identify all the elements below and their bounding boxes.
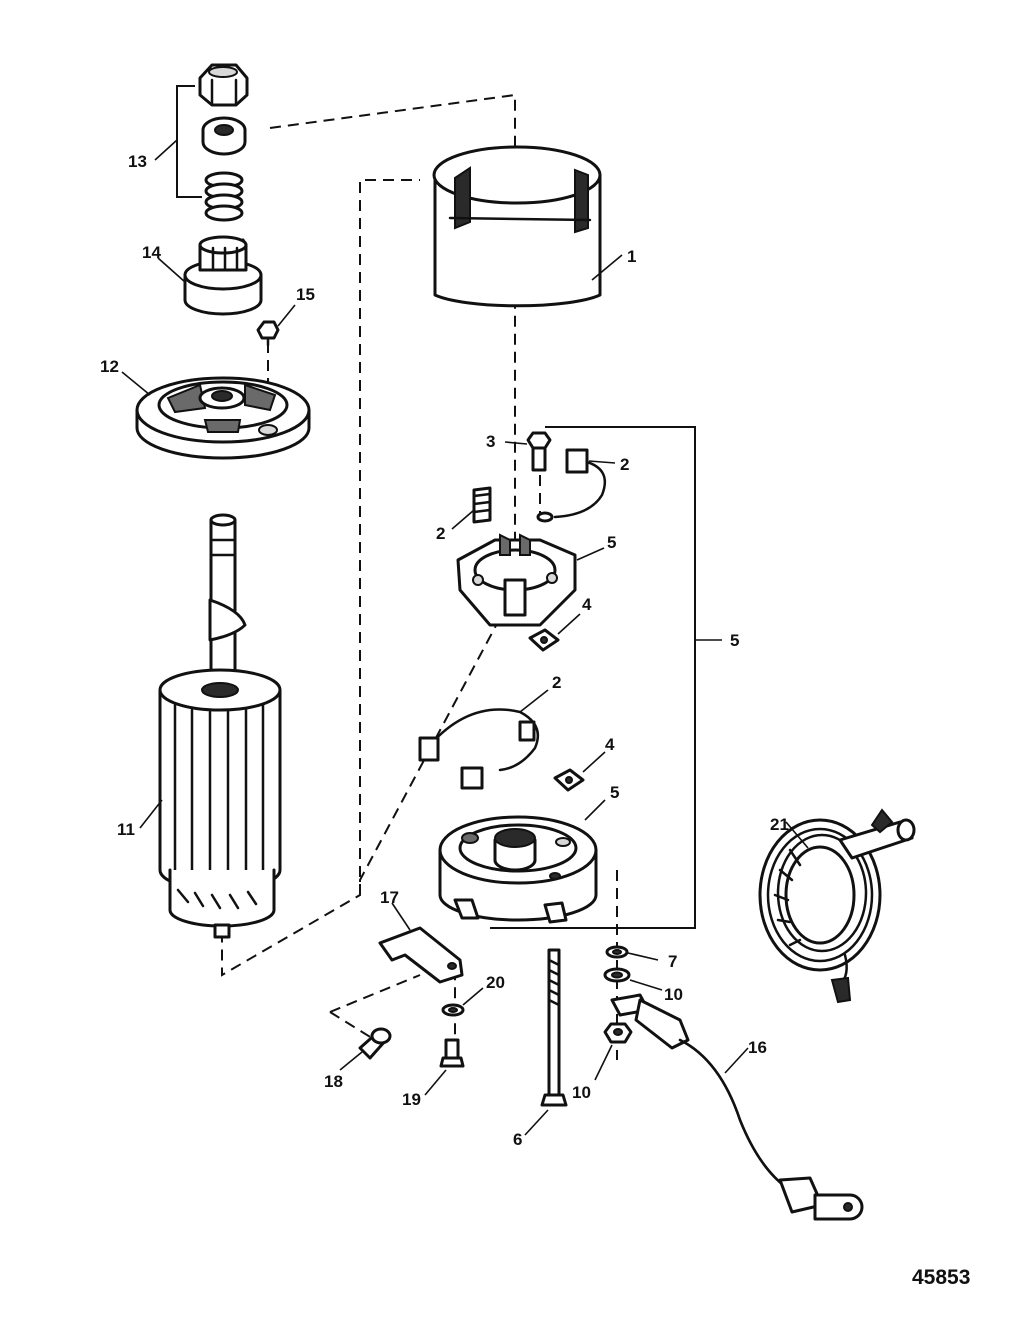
part-10-nut (594, 1022, 633, 1081)
brush-assembly-bracket (490, 426, 696, 929)
part-4-square-nut-upper (528, 613, 581, 652)
callout-labels: 1 2 2 2 3 4 4 5 5 5 6 7 10 10 11 12 13 1… (100, 152, 789, 1149)
part-4-square-nut-lower (553, 751, 606, 792)
part-2-brush-upper (536, 448, 616, 523)
figure-number: 45853 (912, 1266, 970, 1289)
callout-4: 4 (582, 595, 592, 614)
callout-2: 2 (620, 455, 629, 474)
part-5-brush-holder (456, 533, 605, 627)
part-3-screw (504, 431, 552, 472)
part-6-through-bolt (524, 948, 568, 1136)
callout-16: 16 (748, 1038, 767, 1057)
callout-17: 17 (380, 888, 399, 907)
callout-3: 3 (486, 432, 495, 451)
part-2-brush-spring (451, 486, 492, 530)
part-12-end-cap (121, 371, 311, 460)
part-7-washer (605, 945, 659, 961)
callout-14: 14 (142, 243, 161, 262)
callout-13: 13 (128, 152, 147, 171)
part-13-nut-washer-spring (154, 63, 249, 222)
part-11-armature (139, 513, 282, 939)
callout-5: 5 (607, 533, 616, 552)
callout-10: 10 (572, 1083, 591, 1102)
callout-7: 7 (668, 952, 677, 971)
callout-10: 10 (664, 985, 683, 1004)
callout-11: 11 (117, 820, 135, 839)
part-14-drive-pinion (157, 235, 263, 316)
part-2-brush-lower (418, 689, 549, 790)
part-1-field-frame (432, 145, 623, 308)
callout-2: 2 (552, 673, 561, 692)
callout-20: 20 (486, 973, 505, 992)
callout-5: 5 (730, 631, 739, 650)
part-16-cable (610, 993, 864, 1221)
callout-1: 1 (627, 247, 636, 266)
callout-21: 21 (770, 815, 789, 834)
part-19-screw (424, 1038, 465, 1096)
callout-12: 12 (100, 357, 119, 376)
part-17-bracket (378, 902, 464, 984)
callout-15: 15 (296, 285, 315, 304)
part-21-harness-coil (758, 808, 916, 1004)
part-18-screw (339, 1027, 392, 1071)
callout-18: 18 (324, 1072, 343, 1091)
callout-19: 19 (402, 1090, 421, 1109)
callout-4: 4 (605, 735, 615, 754)
part-10-lockwasher (603, 967, 663, 991)
part-20-lockwasher (441, 987, 484, 1017)
callout-5: 5 (610, 783, 619, 802)
part-5-end-head (438, 799, 606, 924)
callout-6: 6 (513, 1130, 522, 1149)
callout-2: 2 (436, 524, 445, 543)
part-15-screw (256, 304, 296, 347)
